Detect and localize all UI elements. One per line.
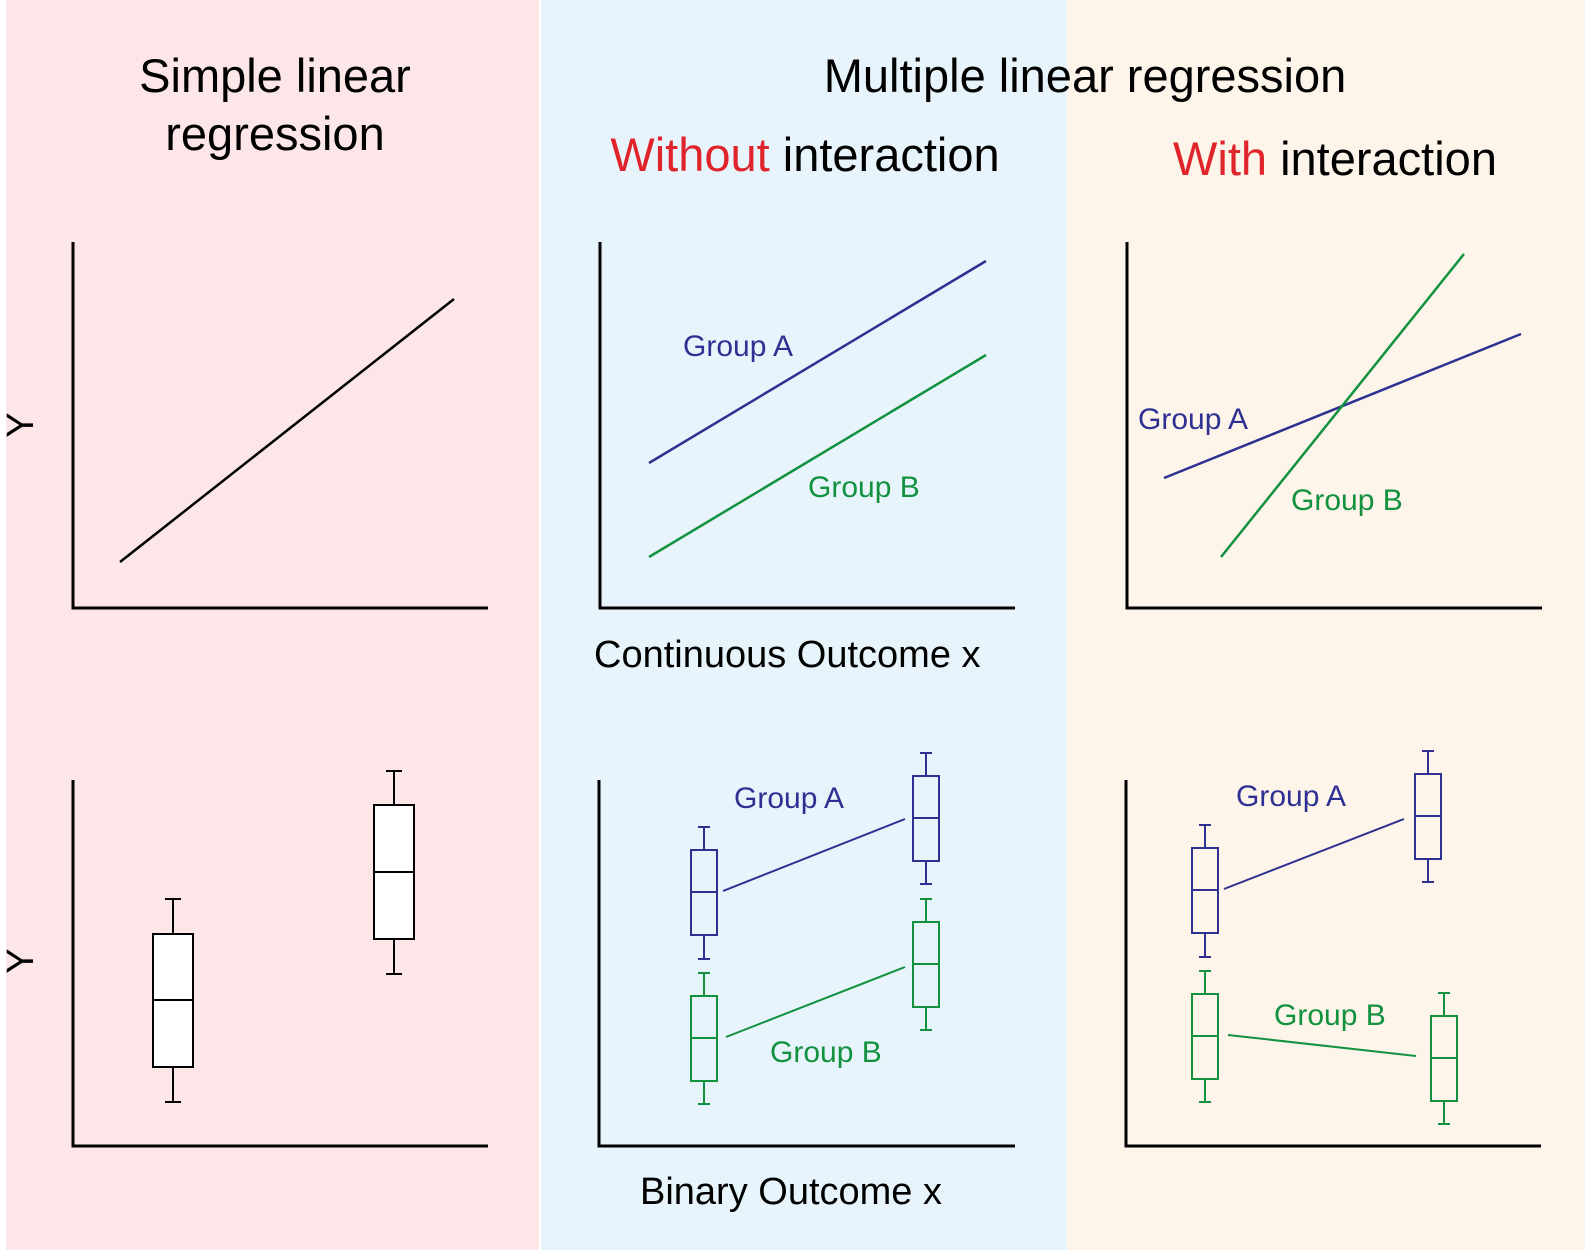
simple-regression-line [119,298,455,563]
without-rest: interaction [769,128,1000,181]
without-group-b-line [648,353,987,559]
without-binary-group-b-label: Group B [770,1036,882,1069]
axes-without-continuous [598,242,1015,610]
without-emphasis: Without [610,128,770,181]
with-group-b-boxplot-2 [1430,992,1458,1125]
multiple-regression-title: Multiple linear regression [823,49,1347,102]
with-group-a-label: Group A [1138,403,1248,436]
with-group-a-connector [1223,818,1405,890]
without-interaction-panel [541,0,1067,1250]
with-group-b-connector [1227,1034,1417,1057]
without-group-a-connector [722,818,906,892]
without-group-a-label: Group A [683,330,793,363]
binary-x-label: Binary Outcome x [640,1171,942,1213]
with-rest: interaction [1267,132,1497,185]
without-interaction-title: Without interaction [560,126,1050,184]
with-binary-group-b-label: Group B [1274,999,1386,1032]
without-group-b-boxplot-1 [690,972,718,1105]
with-group-b-line [1220,253,1465,558]
simple-regression-panel [6,0,539,1250]
with-binary-group-a-label: Group A [1236,780,1346,813]
with-group-b-boxplot-1 [1191,970,1219,1103]
without-group-a-boxplot-1 [690,826,718,960]
with-interaction-title: With interaction [1130,130,1540,188]
axes-simple-continuous [71,242,488,610]
simple-boxplot-1 [152,898,194,1103]
without-group-b-boxplot-2 [912,898,940,1031]
without-group-a-boxplot-2 [912,752,940,885]
simple-regression-title: Simple linear regression [139,49,411,160]
axes-with-binary [1124,780,1541,1148]
with-emphasis: With [1173,132,1268,185]
without-group-a-line [648,259,987,465]
without-group-b-connector [725,966,906,1038]
axes-simple-binary [71,780,488,1148]
simple-boxplot-2 [373,770,415,975]
with-group-a-boxplot-2 [1414,750,1442,883]
continuous-x-label: Continuous Outcome x [594,634,981,676]
axes-with-continuous [1125,242,1542,610]
without-binary-group-a-label: Group A [734,782,844,815]
without-group-b-label: Group B [808,471,920,504]
axes-without-binary [597,780,1015,1148]
with-interaction-panel [1067,0,1585,1250]
with-group-a-boxplot-1 [1191,824,1219,958]
with-group-b-label: Group B [1291,484,1403,517]
